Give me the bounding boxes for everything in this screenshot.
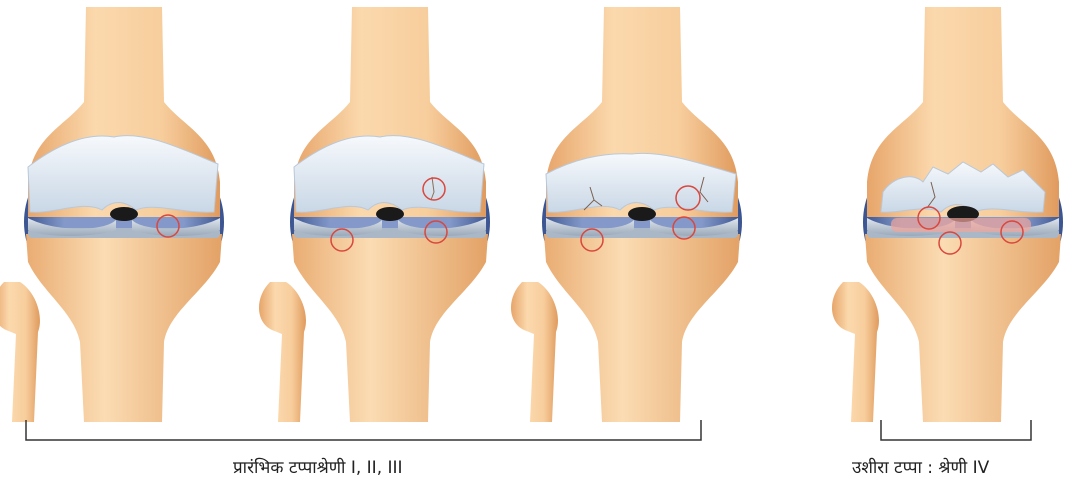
knee-joint-stage-2 [259, 7, 490, 422]
knee-joint-stage-3 [511, 7, 742, 422]
late-stage-bracket [881, 420, 1031, 440]
knee-joint-stage-4 [832, 7, 1063, 422]
late-stage-caption: उशीरा टप्पा : श्रेणी IV [852, 455, 989, 478]
knee-joint-stage-1 [0, 7, 224, 422]
early-stage-caption: प्रारंभिक टप्पाश्रेणी I, II, III [233, 455, 403, 478]
early-stage-bracket [26, 420, 701, 440]
